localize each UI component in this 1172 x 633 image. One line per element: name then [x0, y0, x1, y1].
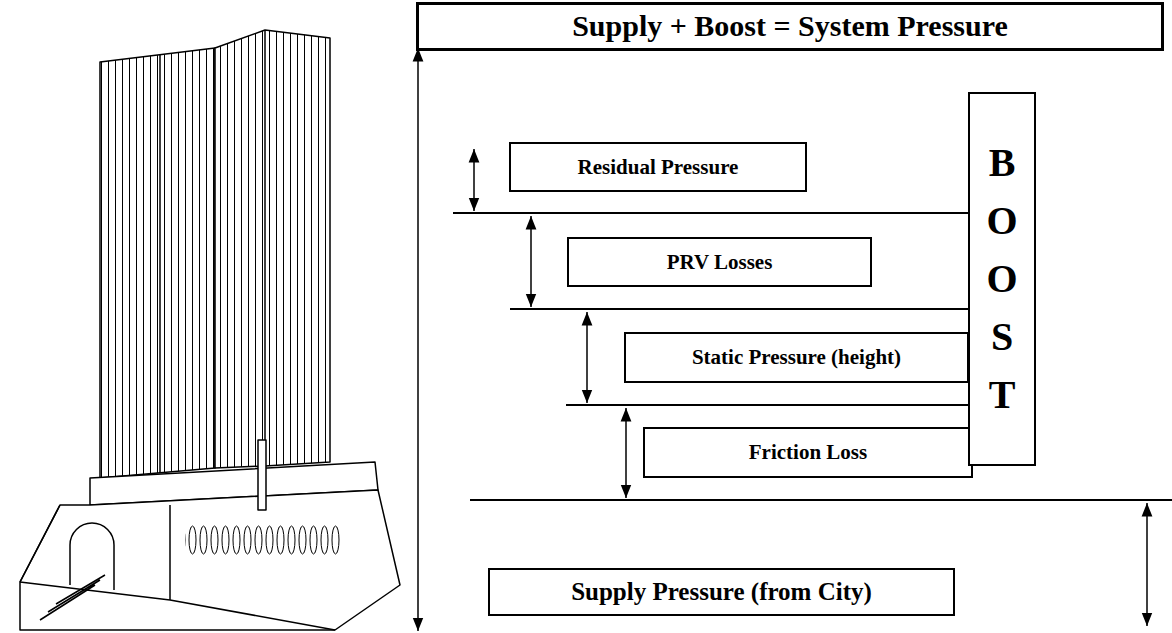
box-label: Static Pressure (height)	[692, 345, 901, 369]
equation-box: Supply + Boost = System Pressure	[416, 2, 1164, 51]
box-label: Friction Loss	[749, 440, 867, 464]
box-label: Supply Pressure (from City)	[571, 578, 872, 607]
boost-box: BOOST	[968, 92, 1036, 466]
box-label: PRV Losses	[667, 250, 773, 274]
pressure-box: PRV Losses	[567, 237, 872, 287]
dimension-arrows	[418, 48, 1147, 631]
box-label: Supply + Boost = System Pressure	[572, 9, 1008, 44]
building-illustration	[20, 30, 400, 630]
pressure-box: Residual Pressure	[509, 142, 807, 192]
level-lines	[453, 213, 1172, 500]
supply-box: Supply Pressure (from City)	[488, 568, 955, 616]
pressure-box: Static Pressure (height)	[624, 332, 969, 383]
box-label: Residual Pressure	[578, 155, 739, 179]
vertical-label: BOOST	[982, 134, 1022, 424]
pressure-box: Friction Loss	[643, 427, 973, 478]
